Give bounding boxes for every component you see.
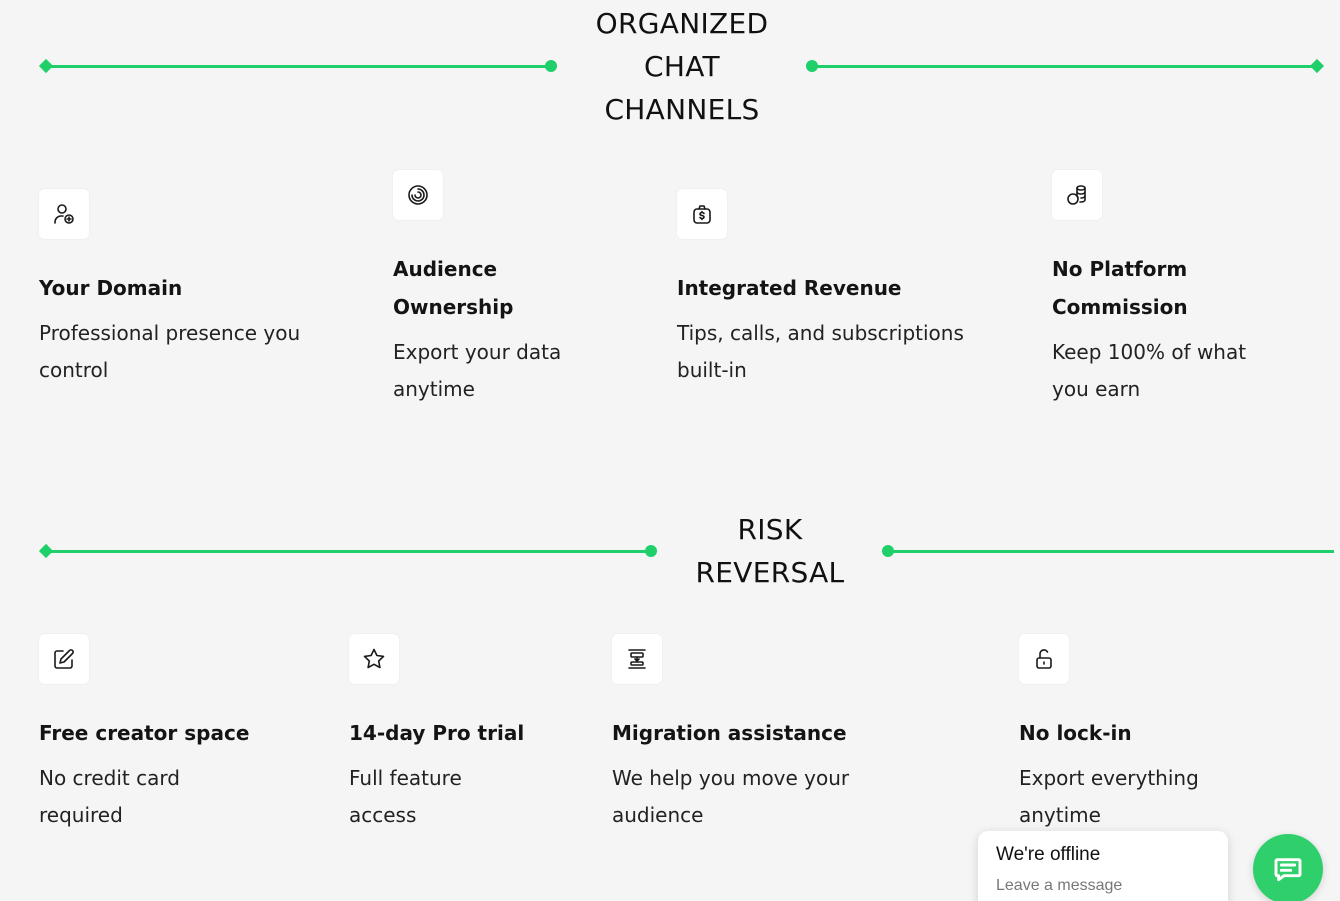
feature-card-audience-ownership: Audience Ownership Export your data anyt… xyxy=(393,170,561,408)
divider-dot-left xyxy=(545,60,557,72)
unlock-icon xyxy=(1019,634,1069,684)
divider-line-right xyxy=(888,550,1334,553)
edit-icon xyxy=(39,634,89,684)
feature-title-line: Ownership xyxy=(393,295,514,319)
feature-desc-line: Full feature xyxy=(349,766,462,790)
chat-launcher-button[interactable] xyxy=(1253,834,1323,901)
loader-ring-icon xyxy=(393,170,443,220)
feature-description: Professional presence you control xyxy=(39,315,300,389)
section-title-line: RISK xyxy=(737,513,803,546)
divider-line-left xyxy=(46,65,551,68)
feature-title: 14-day Pro trial xyxy=(349,714,524,752)
chat-status-text: We're offline xyxy=(996,844,1101,865)
feature-title: Integrated Revenue xyxy=(677,269,964,307)
feature-desc-line: anytime xyxy=(393,377,475,401)
feature-desc-line: audience xyxy=(612,803,704,827)
feature-description: Keep 100% of what you earn xyxy=(1052,334,1246,408)
feature-title-line: Migration assistance xyxy=(612,721,847,745)
migrate-icon xyxy=(612,634,662,684)
feature-title: Migration assistance xyxy=(612,714,849,752)
feature-desc-line: Keep 100% of what xyxy=(1052,340,1247,364)
feature-description: We help you move your audience xyxy=(612,760,849,834)
feature-desc-line: access xyxy=(349,803,417,827)
section-title-line: ORGANIZED xyxy=(595,7,769,40)
feature-card-migration-assistance: Migration assistance We help you move yo… xyxy=(612,634,849,834)
section-title-risk-reversal: RISK REVERSAL xyxy=(670,508,870,594)
feature-title-line: No Platform xyxy=(1052,257,1188,281)
section-title-line: REVERSAL xyxy=(695,556,845,589)
chat-offline-bubble[interactable]: We're offline Leave a message xyxy=(978,831,1228,901)
feature-card-integrated-revenue: Integrated Revenue Tips, calls, and subs… xyxy=(677,189,964,389)
divider-line-left xyxy=(46,550,651,553)
feature-desc-line: Professional presence you xyxy=(39,321,301,345)
feature-title-line: Audience xyxy=(393,257,498,281)
feature-description: Export everything anytime xyxy=(1019,760,1199,834)
feature-description: Full feature access xyxy=(349,760,524,834)
feature-title: Audience Ownership xyxy=(393,250,561,326)
section-title-organized: ORGANIZED CHAT CHANNELS xyxy=(572,2,792,131)
feature-title: Your Domain xyxy=(39,269,300,307)
feature-title-line: Your Domain xyxy=(39,276,183,300)
feature-card-no-lock-in: No lock-in Export everything anytime xyxy=(1019,634,1199,834)
money-bag-icon xyxy=(677,189,727,239)
feature-card-no-platform-commission: No Platform Commission Keep 100% of what… xyxy=(1052,170,1246,408)
feature-desc-line: No credit card xyxy=(39,766,180,790)
feature-desc-line: control xyxy=(39,358,109,382)
feature-description: No credit card required xyxy=(39,760,249,834)
feature-title: Free creator space xyxy=(39,714,249,752)
feature-title-line: Commission xyxy=(1052,295,1188,319)
feature-title-line: No lock-in xyxy=(1019,721,1132,745)
feature-card-free-creator-space: Free creator space No credit card requir… xyxy=(39,634,249,834)
feature-title-line: Free creator space xyxy=(39,721,250,745)
feature-title: No lock-in xyxy=(1019,714,1199,752)
feature-desc-line: Export your data xyxy=(393,340,562,364)
feature-desc-line: you earn xyxy=(1052,377,1141,401)
feature-title: No Platform Commission xyxy=(1052,250,1246,326)
coins-icon xyxy=(1052,170,1102,220)
divider-right-end xyxy=(1309,58,1325,74)
divider-line-right xyxy=(812,65,1317,68)
chat-icon xyxy=(1274,858,1302,882)
section-title-line: CHAT xyxy=(644,50,720,83)
feature-desc-line: Export everything xyxy=(1019,766,1199,790)
feature-desc-line: anytime xyxy=(1019,803,1101,827)
chat-leave-message-text: Leave a message xyxy=(996,877,1123,894)
feature-desc-line: required xyxy=(39,803,123,827)
feature-card-pro-trial: 14-day Pro trial Full feature access xyxy=(349,634,524,834)
feature-desc-line: built-in xyxy=(677,358,747,382)
feature-description: Tips, calls, and subscriptions built-in xyxy=(677,315,964,389)
feature-description: Export your data anytime xyxy=(393,334,561,408)
feature-title-line: 14-day Pro trial xyxy=(349,721,525,745)
feature-desc-line: Tips, calls, and subscriptions xyxy=(677,321,964,345)
feature-card-your-domain: Your Domain Professional presence you co… xyxy=(39,189,300,389)
star-icon xyxy=(349,634,399,684)
divider-dot-left xyxy=(645,545,657,557)
user-plus-icon xyxy=(39,189,89,239)
feature-title-line: Integrated Revenue xyxy=(677,276,902,300)
feature-desc-line: We help you move your xyxy=(612,766,850,790)
section-title-line: CHANNELS xyxy=(604,93,760,126)
